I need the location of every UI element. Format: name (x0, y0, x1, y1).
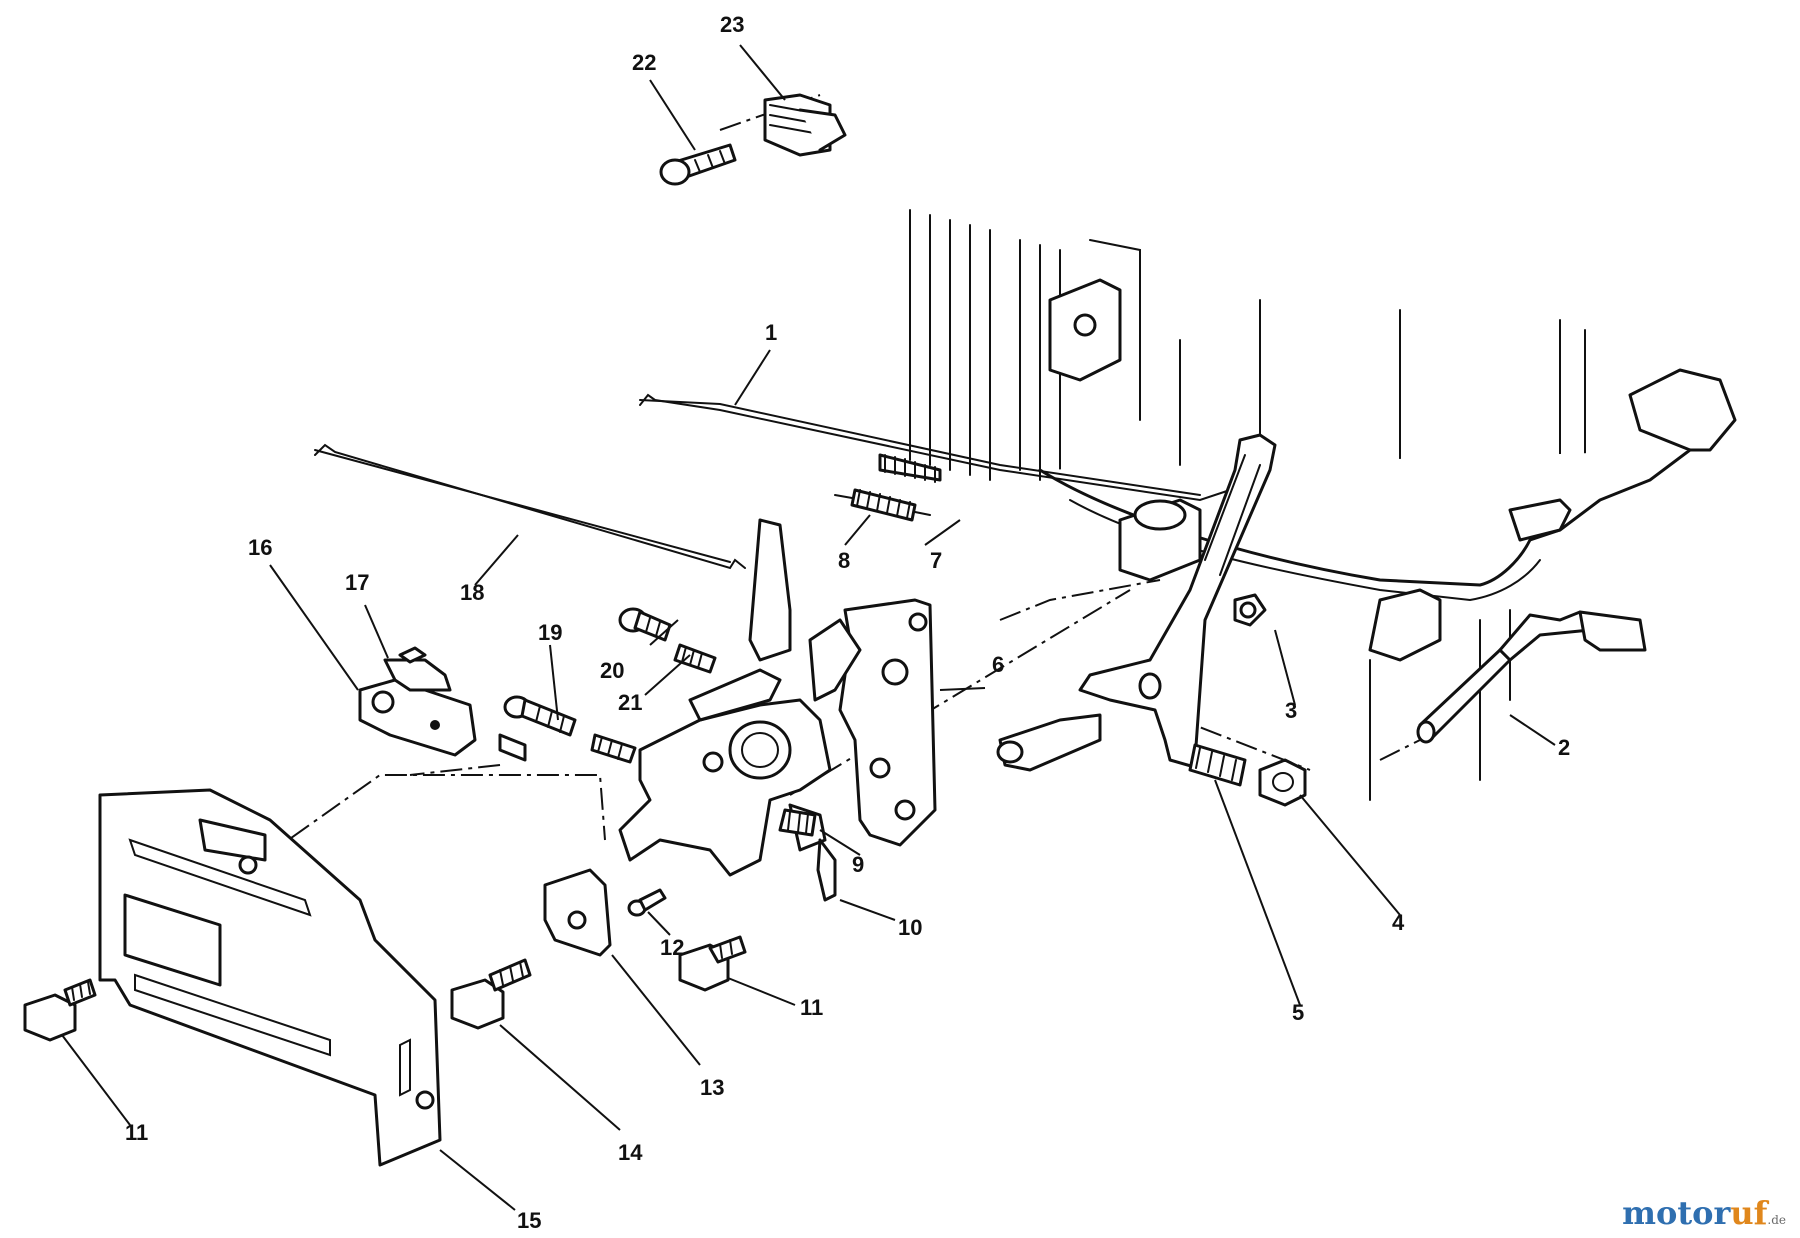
callout-11-left: 11 (125, 1120, 148, 1145)
part-11-bolt-middle (678, 935, 747, 992)
part-6-control-bracket (618, 518, 937, 877)
callout-6: 6 (992, 652, 1004, 677)
callout-14: 14 (618, 1140, 643, 1165)
small-spring (590, 733, 637, 764)
watermark-suffix: .de (1767, 1213, 1786, 1227)
callout-20: 20 (600, 658, 624, 683)
part-9-spring (778, 808, 817, 837)
callout-7: 7 (930, 548, 942, 573)
part-3-shaft (1233, 593, 1267, 627)
callout-16: 16 (248, 535, 272, 560)
part-19-screw (503, 695, 577, 737)
part-23-clip (763, 93, 847, 157)
callout-15: 15 (517, 1208, 541, 1233)
part-18-choke-link (314, 443, 746, 570)
part-21-spring (673, 643, 717, 674)
part-4-nut (1258, 758, 1307, 807)
engine-block (909, 209, 1737, 801)
part-16-17-choke-plate (358, 646, 527, 762)
part-8-governor-spring (834, 488, 931, 522)
part-14-bolt (450, 958, 532, 1030)
part-7-rod-spring (878, 453, 942, 483)
part-22-screw (659, 143, 737, 186)
callout-11-middle: 11 (800, 995, 823, 1020)
callout-4: 4 (1392, 910, 1405, 935)
part-2-governor-shaft (1416, 610, 1647, 744)
part-12-screw (627, 888, 667, 917)
callout-17: 17 (345, 570, 369, 595)
callout-8: 8 (838, 548, 850, 573)
callout-10: 10 (898, 915, 922, 940)
leader-lines (61, 44, 1556, 1211)
part-11-bolt-left (23, 978, 97, 1042)
part-13-plate (543, 868, 612, 957)
callout-23: 23 (720, 12, 744, 37)
callout-12: 12 (660, 935, 684, 960)
part-5-governor-lever (996, 433, 1277, 787)
callout-3: 3 (1285, 698, 1297, 723)
part-1-throttle-link (639, 393, 1231, 502)
watermark-accent: uf (1730, 1194, 1768, 1232)
part-15-mounting-plate (98, 788, 442, 1167)
callout-labels: 1 2 3 4 5 6 7 8 9 10 11 11 12 13 14 15 1… (125, 12, 1570, 1233)
part-20-screw (618, 607, 672, 642)
callout-9: 9 (852, 852, 864, 877)
callout-19: 19 (538, 620, 562, 645)
callout-1: 1 (765, 320, 777, 345)
callout-2: 2 (1558, 735, 1570, 760)
callout-22: 22 (632, 50, 656, 75)
watermark-brand: motor (1622, 1194, 1731, 1232)
callout-5: 5 (1292, 1000, 1304, 1025)
callout-18: 18 (460, 580, 484, 605)
part-10-clip (816, 838, 837, 902)
callout-21: 21 (618, 690, 642, 715)
watermark-logo: motoruf.de (1622, 1194, 1786, 1232)
callout-13: 13 (700, 1075, 724, 1100)
